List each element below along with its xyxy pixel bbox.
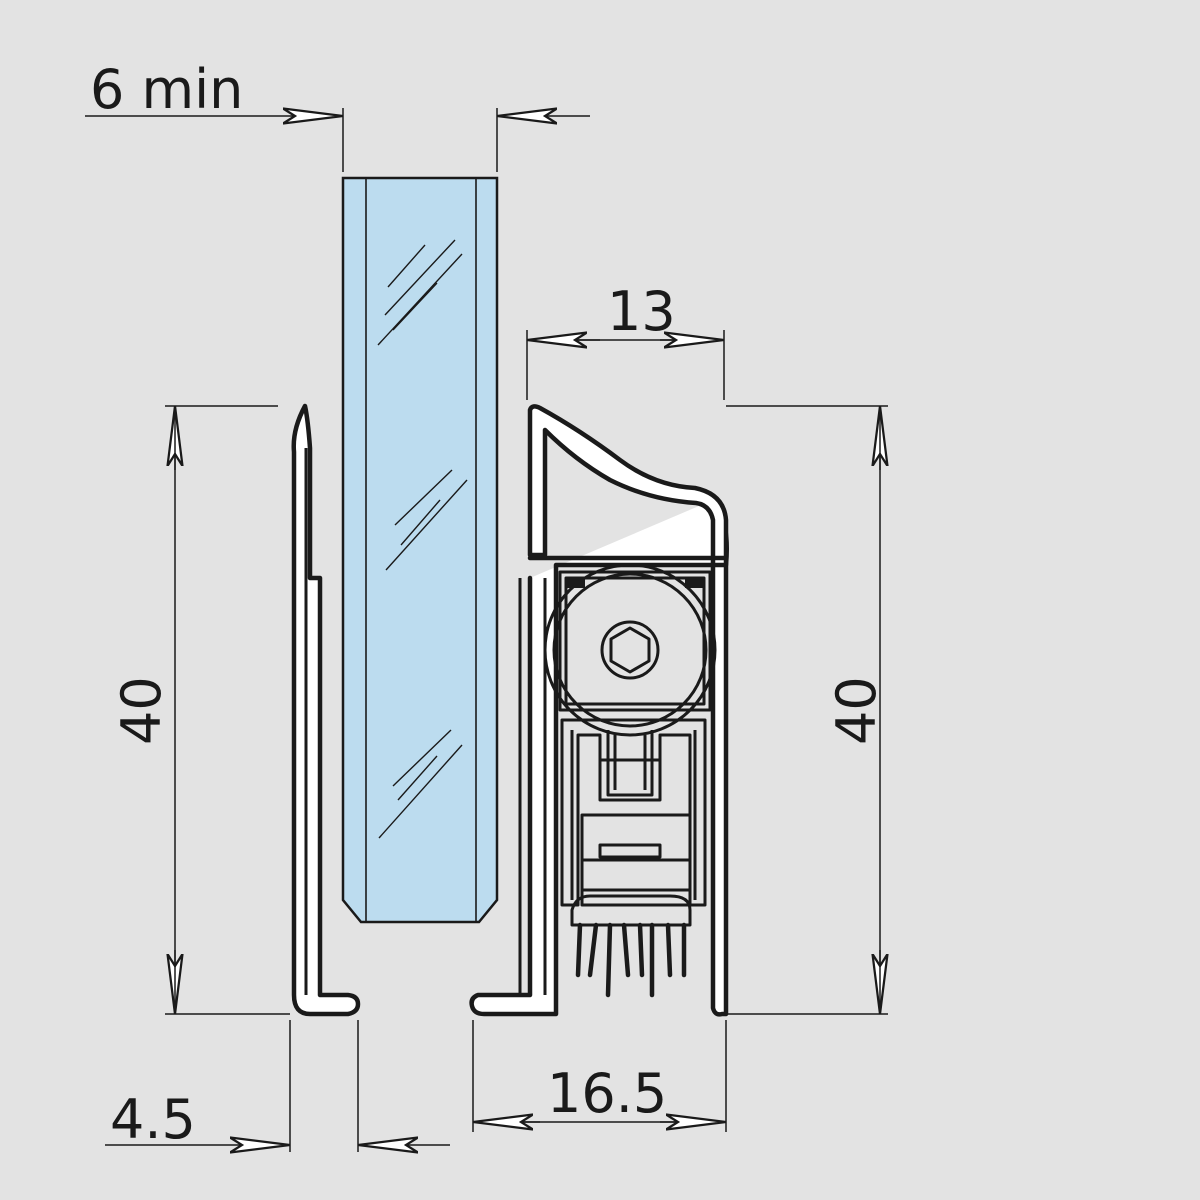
right-seal-assembly xyxy=(469,404,729,1017)
dimension-right-height: 40 xyxy=(726,405,888,1015)
dimension-glass-thickness: 6 min xyxy=(85,58,590,172)
glass-reflection xyxy=(377,239,468,839)
dimension-seal-width: 13 xyxy=(526,280,725,400)
dimension-bottom-width: 16.5 xyxy=(472,1020,727,1132)
dimension-label-glass: 6 min xyxy=(90,58,243,121)
dimension-label-left-foot: 4.5 xyxy=(110,1088,196,1151)
dimension-label-bottom-width: 16.5 xyxy=(547,1062,667,1125)
dimension-label-seal-width: 13 xyxy=(607,280,676,343)
glass-panel xyxy=(341,176,499,924)
roller-bolt xyxy=(543,563,717,737)
left-profile xyxy=(291,403,361,1017)
dimension-left-height: 40 xyxy=(110,405,290,1015)
dimension-left-foot: 4.5 xyxy=(105,1020,450,1152)
hex-socket-icon xyxy=(609,626,651,674)
bristle-seal xyxy=(570,894,692,998)
dimension-label-right-height: 40 xyxy=(825,676,888,745)
dimension-label-left-height: 40 xyxy=(110,676,173,745)
